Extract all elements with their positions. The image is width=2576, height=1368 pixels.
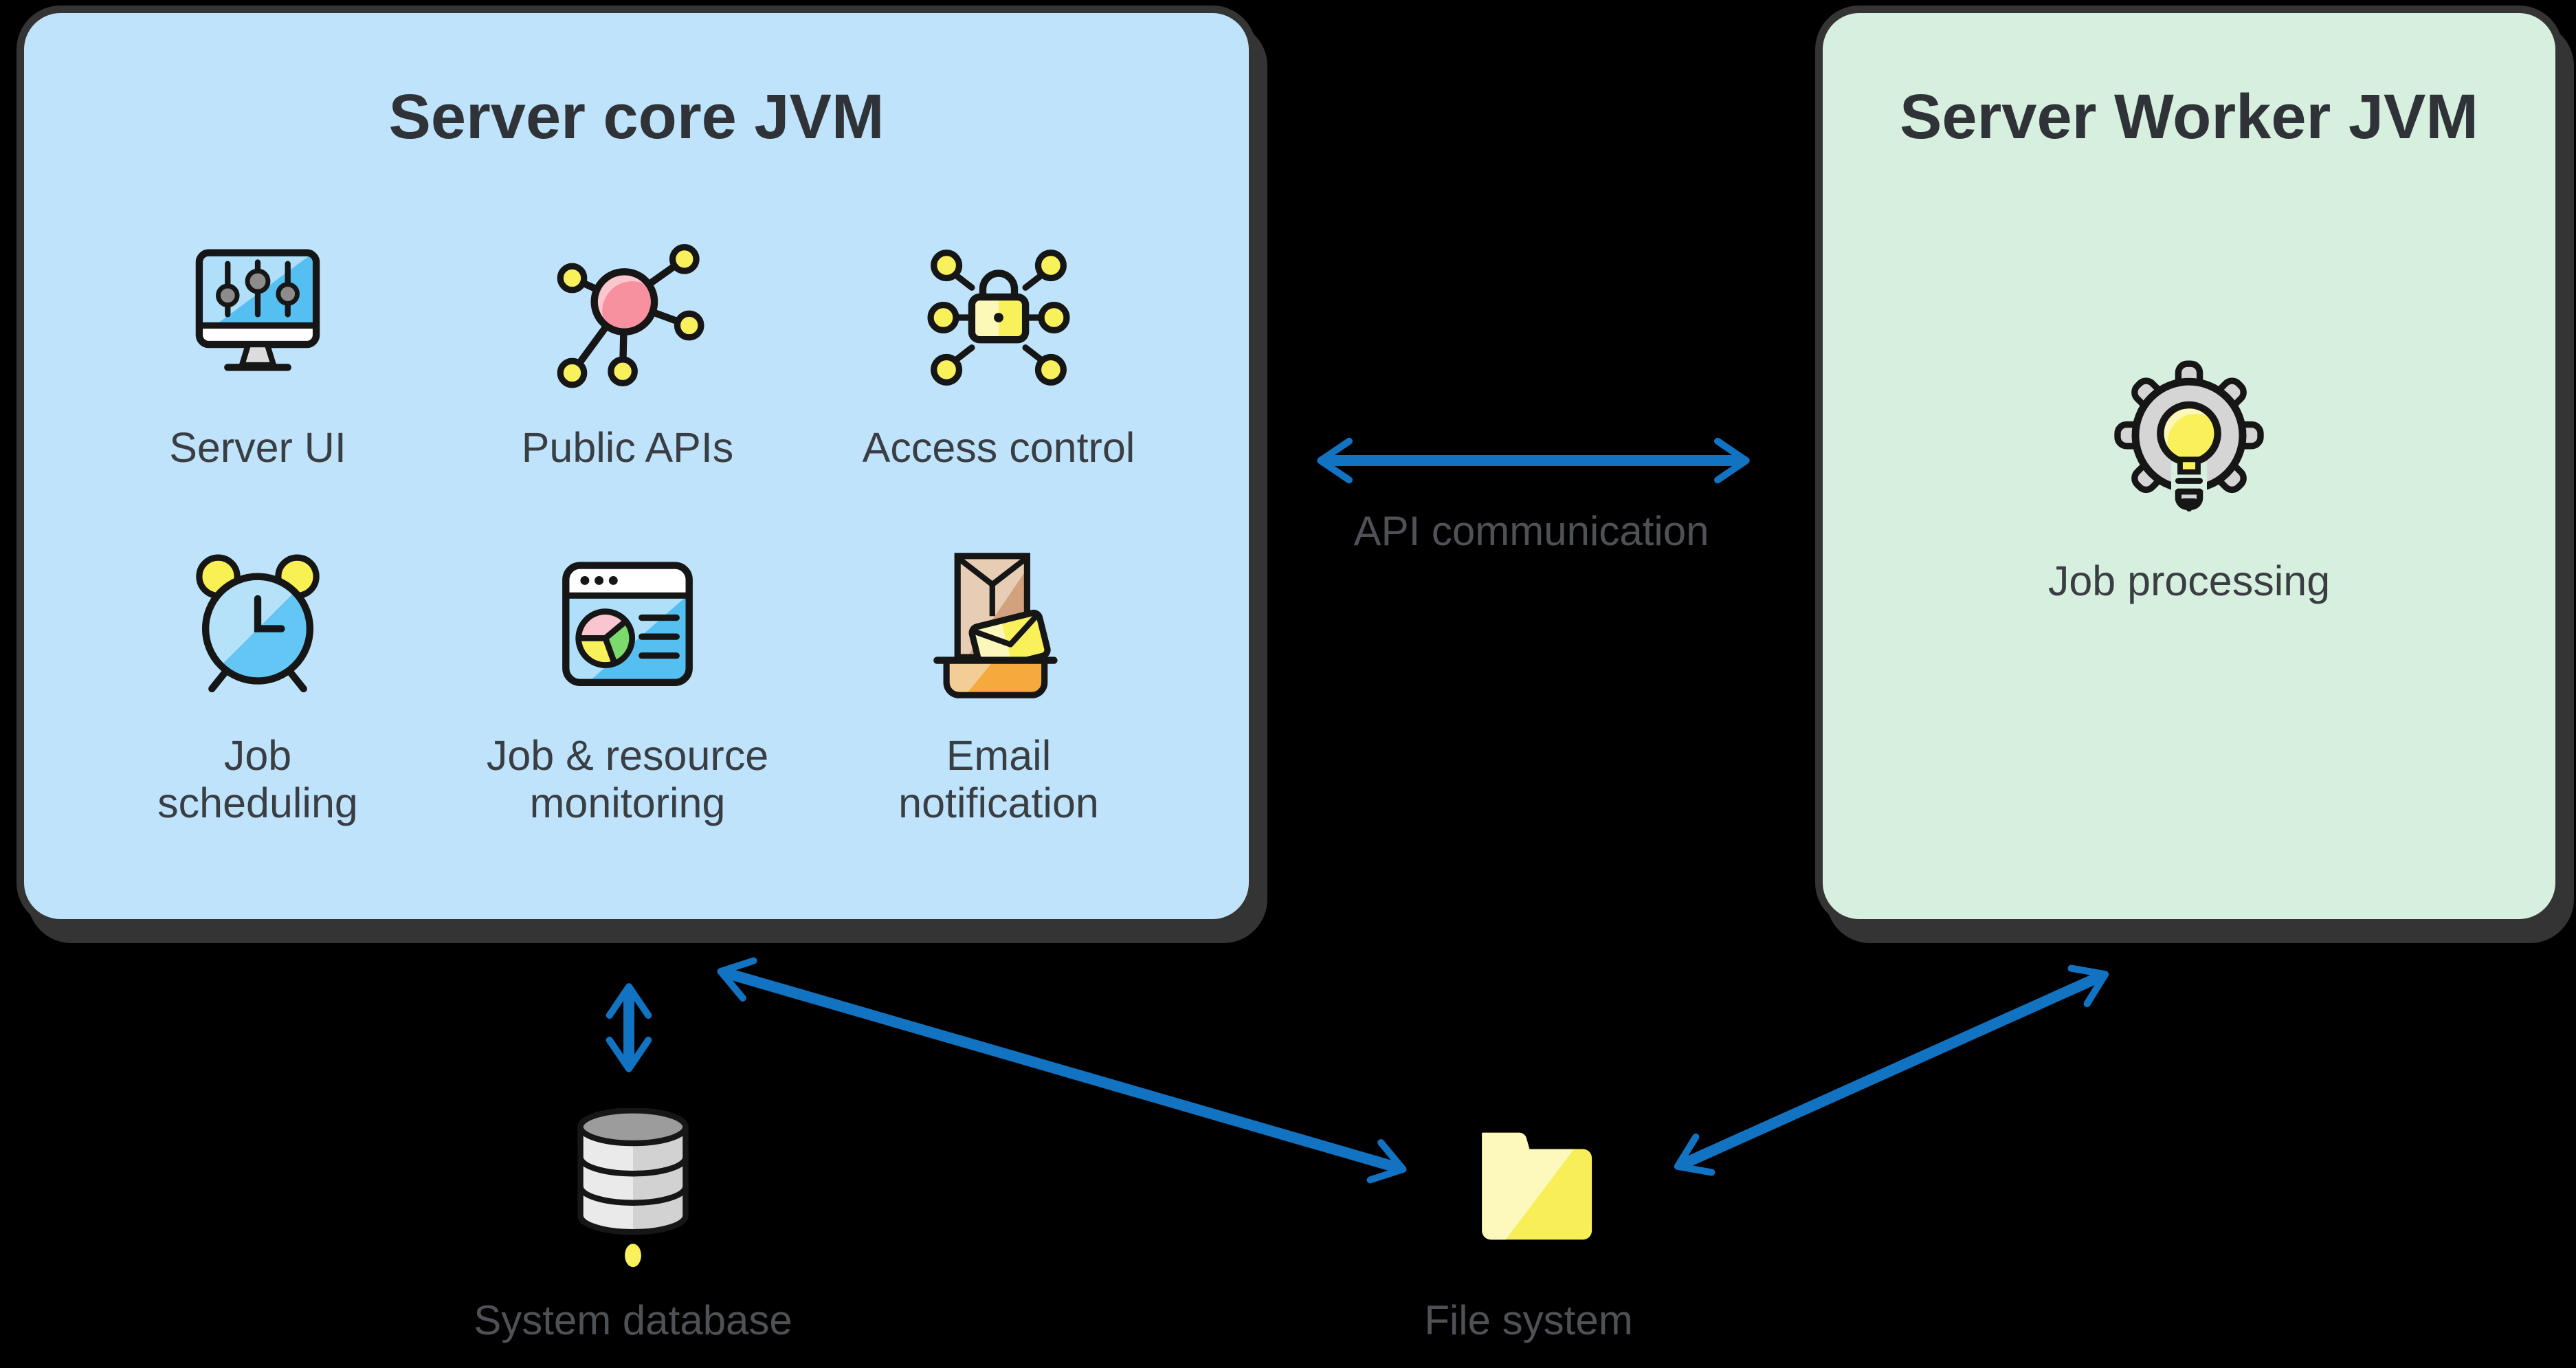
network-hub-icon <box>557 244 704 388</box>
system-database <box>575 1108 691 1272</box>
file-system-label: File system <box>1424 1297 1633 1343</box>
alarm-clock-icon <box>196 554 320 693</box>
feature-job-scheduling: Job scheduling <box>79 547 436 827</box>
feature-public-apis: Public APIs <box>449 239 806 472</box>
feature-label: Job scheduling <box>157 732 358 826</box>
lock-network-icon <box>927 250 1070 386</box>
arrow-worker-filesystem <box>1674 964 2109 1176</box>
api-communication-label: API communication <box>1353 508 1709 554</box>
server-core-box: Server core JVM <box>16 5 1256 927</box>
monitor-icon <box>195 249 320 371</box>
worker-box-title: Server Worker JVM <box>1899 82 2479 152</box>
server-worker-box: Server Worker JVM <box>1815 5 2563 927</box>
dashboard-pie-icon <box>562 562 693 686</box>
feature-label: Email notification <box>898 732 1099 826</box>
arrow-core-filesystem <box>717 957 1407 1184</box>
mail-parcel-icon <box>933 553 1058 698</box>
feature-job-resource-monitoring: Job & resource monitoring <box>449 547 806 827</box>
feature-email-notification: Email notification <box>820 547 1177 827</box>
feature-label: Public APIs <box>521 424 734 471</box>
core-box-title: Server core JVM <box>388 82 885 152</box>
file-system <box>1461 1118 1610 1246</box>
feature-server-ui: Server UI <box>79 239 436 472</box>
gear-lightbulb-icon <box>2114 360 2264 512</box>
feature-job-processing: Job processing <box>2010 351 2368 605</box>
database-icon <box>577 1108 689 1268</box>
feature-access-control: Access control <box>820 239 1177 472</box>
feature-label: Access control <box>862 424 1135 471</box>
folder-icon <box>1482 1132 1592 1240</box>
system-database-label: System database <box>474 1297 792 1343</box>
feature-label: Job processing <box>2047 558 2331 604</box>
feature-label: Job & resource monitoring <box>486 732 769 826</box>
feature-label: Server UI <box>169 424 346 471</box>
